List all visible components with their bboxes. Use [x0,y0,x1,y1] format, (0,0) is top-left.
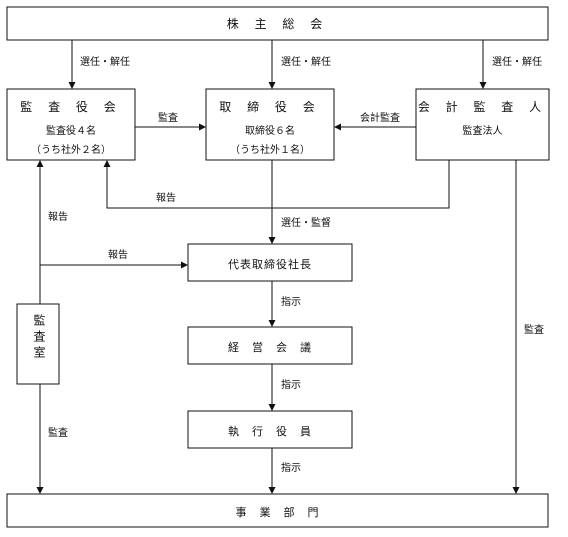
auditors-board-outside: （うち社外２名） [31,145,111,156]
president-label: 代表取締役社長 [228,258,312,271]
label-report-accounting: 報告 [156,193,176,204]
label-elect-auditors: 選任・解任 [80,57,130,68]
label-accounting-audit: 会計監査 [360,113,400,124]
president-box [187,243,353,282]
management-meeting-label: 経 営 会 議 [228,341,312,354]
business-divisions-label: 事 業 部 門 [235,506,320,519]
audit-office-box [16,303,60,385]
shareholders-label: 株 主 総 会 [226,17,329,31]
label-instruct-2: 指示 [281,380,301,391]
directors-board-outside: （うち社外１名） [230,145,310,156]
label-instruct-3: 指示 [281,463,301,474]
accounting-auditor-firm: 監査法人 [462,126,503,137]
auditors-board-count: 監査役４名 [46,126,96,137]
label-audit-office-audit: 監査 [48,428,68,439]
auditors-board-box [6,88,136,161]
shareholders-box [6,6,549,41]
accounting-auditor-title: 会 計 監 査 人 [417,100,548,114]
directors-board-count: 取締役６名 [245,126,295,137]
label-elect-directors: 選任・解任 [281,57,331,68]
label-audit-directors: 監査 [158,113,178,124]
label-elect-accounting: 選任・解任 [492,57,542,68]
executive-officers-box [187,410,353,449]
label-report-president: 報告 [108,250,128,261]
label-report-left: 報告 [48,212,68,223]
label-accounting-audit-divisions: 監査 [524,325,544,336]
label-instruct-1: 指示 [281,297,301,308]
accounting-auditor-box [415,88,550,161]
audit-office-label: 監査室 [32,314,46,362]
arrow-report-accounting [103,160,450,209]
directors-board-title: 取 締 役 会 [219,100,321,114]
business-divisions-box [6,493,549,528]
auditors-board-title: 監 査 役 会 [20,100,122,114]
label-elect-supervise: 選任・監督 [281,218,331,229]
executive-officers-label: 執 行 役 員 [228,425,312,438]
management-meeting-box [187,326,353,365]
